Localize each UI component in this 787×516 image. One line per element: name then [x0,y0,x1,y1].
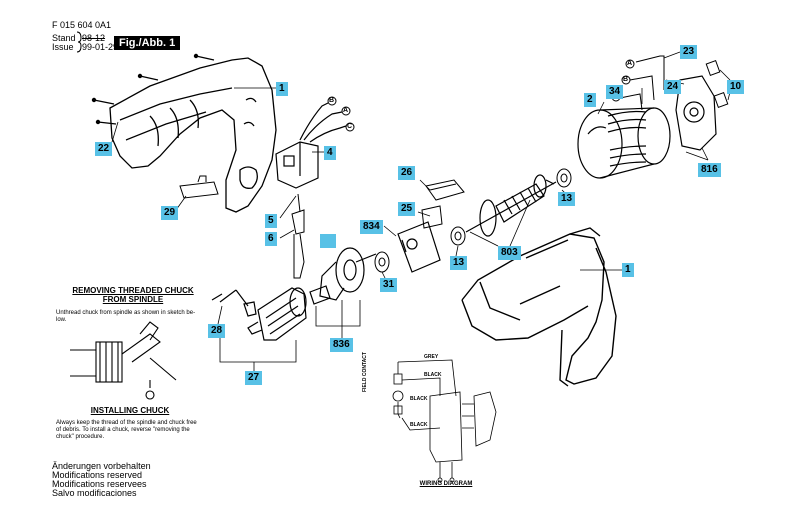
removing-title-1: REMOVING THREADED CHUCK [72,286,194,295]
callout-816: 816 [698,163,721,177]
wiring-diagram-title: WIRING DIAGRAM [419,481,473,487]
small-gear [374,251,390,273]
callout-28: 28 [208,324,226,338]
stand-value: 98-12 [82,33,106,43]
callout-13-lower: 13 [450,256,468,270]
installing-body-1: Always keep the thread of the spindle an… [56,420,197,426]
chuck-removal-sketch [70,321,177,400]
removing-title-2: FROM SPINDLE [102,295,164,304]
wire-black-label-1: BLACK [424,372,442,378]
wire-letter-b: B [329,97,335,104]
callout-23: 23 [680,45,698,59]
callout-10: 10 [727,80,745,94]
wire-grey-label: GREY [424,354,439,360]
footer-line-de: Änderungen vorbehalten [52,461,151,471]
armature [465,174,557,237]
callout-26: 26 [398,166,416,180]
installing-body-2: of debris. To install a chuck, reverse "… [56,427,190,433]
bearing-plate [421,205,443,229]
footer-notes: Änderungen vorbehalten Modifications res… [52,462,151,498]
installing-body-3: chuck" procedure. [56,434,105,440]
wiring-diagram-lines [392,359,497,483]
installing-title: INSTALLING CHUCK [90,406,170,415]
drill-body [461,227,617,387]
callout-834: 834 [360,220,383,234]
callout-2: 2 [584,93,596,107]
housing-half-left [109,57,277,213]
callout-25: 25 [398,202,416,216]
callout-31: 31 [380,278,398,292]
wire-black-label-2: BLACK [410,396,428,402]
callout-24: 24 [664,80,682,94]
gear-plate [397,221,441,273]
wire-letter-b-right: B [623,76,629,83]
callout-1-drill: 1 [622,263,634,277]
screw-icon [93,55,215,125]
baffle [425,179,465,201]
callout-5: 5 [265,214,277,228]
chuck-key [211,289,257,317]
callout-4: 4 [324,146,336,160]
footer-line-es: Salvo modificaciones [52,488,137,498]
footer-line-en: Modifications reserved [52,470,143,480]
field-stator [577,107,671,179]
callout-34: 34 [606,85,624,99]
callout-836: 836 [330,338,353,352]
issue-value: 99-01-29 [82,42,119,52]
chuck [247,287,307,341]
callout-803: 803 [498,246,521,260]
issue-label: Issue [52,42,74,52]
switch-clip [179,181,219,199]
brush-holder [675,75,717,151]
removing-body-2: low. [56,317,67,323]
removing-body-1: Unthread chuck from spindle as shown in … [56,310,196,316]
figure-label: Fig./Abb. 1 [114,36,181,50]
stand-label: Stand [52,33,76,43]
callout-13-upper: 13 [558,192,576,206]
wire-letter-a-right: A [627,60,633,67]
field-contact-label: FIELD CONTACT [362,352,368,392]
footer-line-fr: Modifications reservees [52,479,147,489]
callout-29: 29 [161,206,179,220]
callout-1-housing: 1 [276,82,288,96]
callout-blank [320,234,336,248]
callout-27: 27 [245,371,263,385]
wire-black-label-3: BLACK [410,422,428,428]
document-number: F 015 604 0A1 [52,20,112,30]
callout-22: 22 [95,142,113,156]
switch-icon [275,101,347,189]
wire-letter-c: C [347,123,353,130]
callout-6: 6 [265,232,277,246]
gear-spindle [309,247,377,305]
wire-letter-a: A [343,107,349,114]
